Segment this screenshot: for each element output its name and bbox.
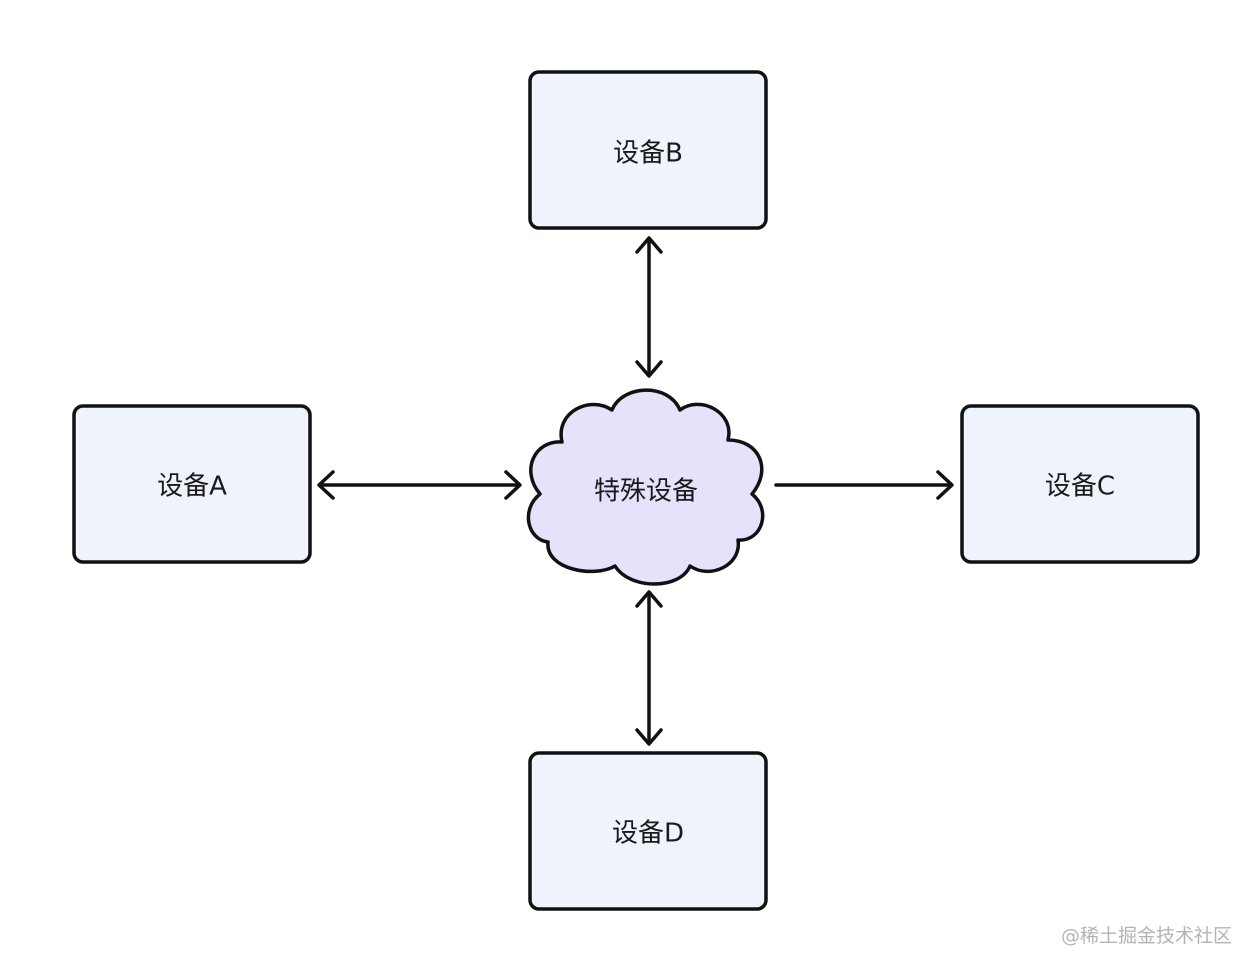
connector-center-c xyxy=(774,470,954,500)
arrowhead-up-icon xyxy=(635,236,663,254)
device-box-a xyxy=(72,404,312,564)
connector-a-center xyxy=(317,470,522,500)
cloud-shape xyxy=(526,388,765,586)
device-label-b: 设备B xyxy=(613,139,683,169)
device-node-b[interactable]: 设备B xyxy=(528,70,768,230)
device-label-c: 设备C xyxy=(1045,472,1115,502)
watermark: @稀土掘金技术社区 xyxy=(1060,925,1232,947)
device-box-b xyxy=(528,70,768,230)
special-device-node[interactable]: 特殊设备 xyxy=(526,388,765,586)
arrowhead-left-icon xyxy=(317,470,335,500)
device-node-c[interactable]: 设备C xyxy=(960,404,1200,564)
arrowhead-down-icon xyxy=(635,728,663,746)
arrowhead-up-icon xyxy=(635,590,663,608)
device-box-c xyxy=(960,404,1200,564)
device-label-d: 设备D xyxy=(612,819,684,849)
device-node-a[interactable]: 设备A xyxy=(72,404,312,564)
device-node-d[interactable]: 设备D xyxy=(528,751,768,911)
arrowhead-down-icon xyxy=(635,360,663,378)
arrowhead-right-icon xyxy=(936,470,954,500)
device-box-d xyxy=(528,751,768,911)
device-label-a: 设备A xyxy=(157,472,227,502)
connector-b-center xyxy=(635,236,663,378)
arrowhead-right-icon xyxy=(504,470,522,500)
connector-center-d xyxy=(635,590,663,746)
special-device-label: 特殊设备 xyxy=(594,477,698,507)
